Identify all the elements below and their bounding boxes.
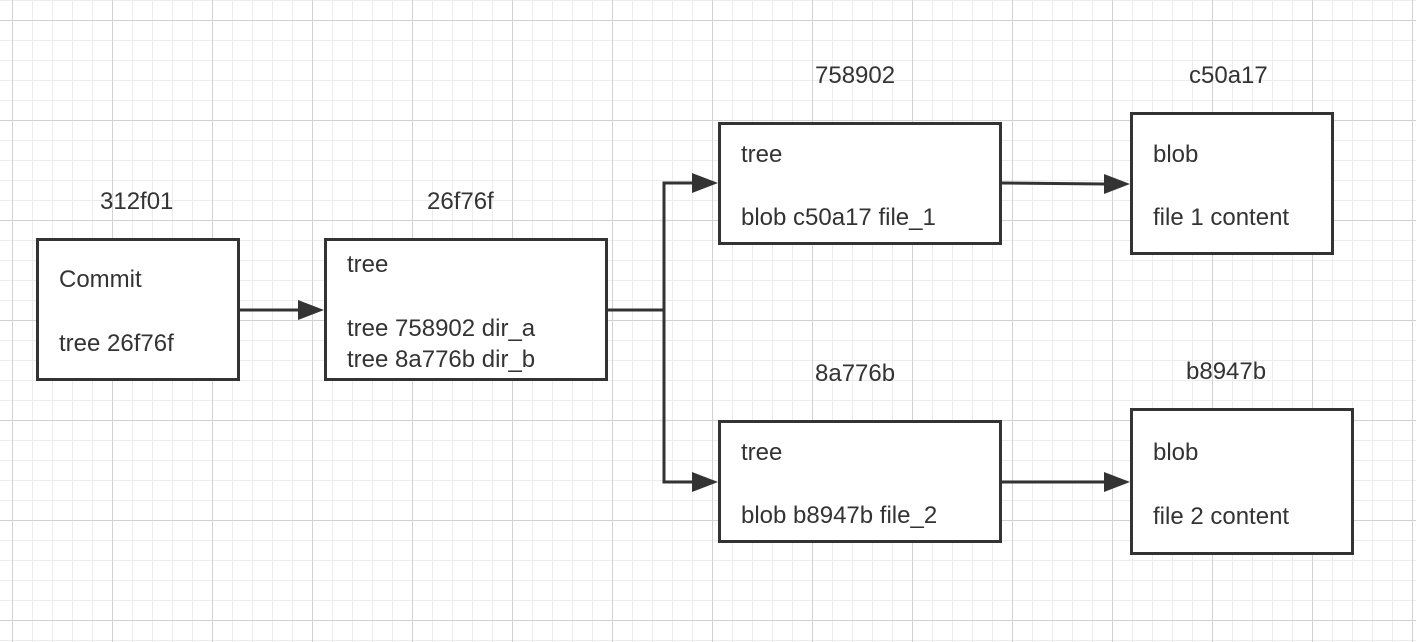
blob-1-type-label: blob bbox=[1153, 141, 1199, 168]
root-tree-entry-dir-a: tree 758902 dir_a bbox=[347, 315, 536, 342]
tree-a-node: tree blob c50a17 file_1 bbox=[718, 122, 1002, 245]
root-tree-entry-dir-b: tree 8a776b dir_b bbox=[347, 346, 536, 373]
tree-b-hash-label: 8a776b bbox=[815, 360, 896, 387]
tree-b-arrowhead bbox=[692, 472, 718, 492]
commit-hash-label: 312f01 bbox=[100, 188, 174, 215]
blob-1-content: file 1 content bbox=[1153, 204, 1290, 231]
root-tree-type-label: tree bbox=[347, 251, 389, 278]
tree-a-arrowhead bbox=[692, 173, 718, 193]
tree-a-to-blob-1-connector bbox=[1001, 181, 1107, 186]
blob-2-node: blob file 2 content bbox=[1130, 408, 1354, 555]
commit-tree-entry: tree 26f76f bbox=[59, 330, 174, 357]
commit-type-label: Commit bbox=[59, 266, 142, 293]
tree-a-entry-file-1: blob c50a17 file_1 bbox=[741, 204, 936, 231]
commit-to-tree-arrowhead bbox=[298, 300, 324, 320]
tree-b-entry-file-2: blob b8947b file_2 bbox=[741, 502, 938, 529]
blob-2-type-label: blob bbox=[1153, 439, 1199, 466]
commit-node: Commit tree 26f76f bbox=[36, 238, 240, 381]
tree-b-type-label: tree bbox=[741, 439, 783, 466]
tree-a-hash-label: 758902 bbox=[815, 62, 896, 89]
blob-1-node: blob file 1 content bbox=[1130, 112, 1334, 255]
root-tree-hash-label: 26f76f bbox=[427, 188, 494, 215]
blob-1-arrowhead bbox=[1104, 174, 1130, 194]
root-tree-node: tree tree 758902 dir_a tree 8a776b dir_b bbox=[324, 238, 608, 381]
tree-b-node: tree blob b8947b file_2 bbox=[718, 420, 1002, 543]
blob-2-content: file 2 content bbox=[1153, 503, 1290, 530]
root-to-tree-b-connector bbox=[662, 310, 694, 484]
blob-1-hash-label: c50a17 bbox=[1189, 62, 1268, 89]
tree-a-type-label: tree bbox=[741, 141, 783, 168]
blob-2-arrowhead bbox=[1104, 472, 1130, 492]
blob-2-hash-label: b8947b bbox=[1186, 358, 1267, 385]
root-to-tree-a-connector bbox=[662, 181, 694, 310]
